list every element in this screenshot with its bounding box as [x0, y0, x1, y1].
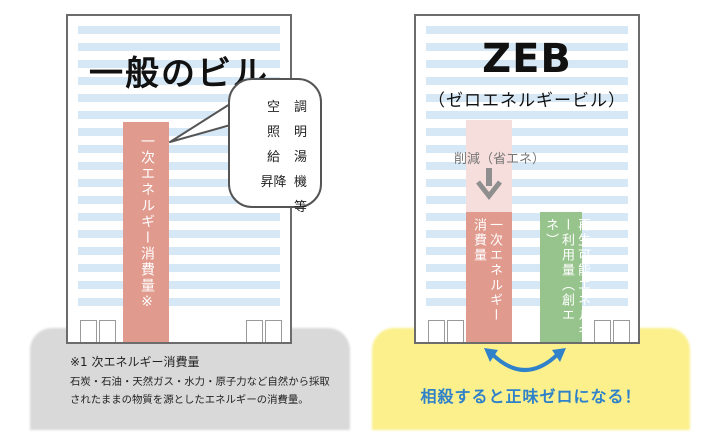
- equipment-char: 昇降: [260, 175, 287, 190]
- reduced-label: 削減（省エネ）: [454, 152, 546, 167]
- equipment-list: 空 調 照 明 給 湯 昇降 機 等: [260, 96, 314, 215]
- equipment-char: 給: [266, 150, 280, 165]
- building-door: [246, 320, 263, 342]
- equipment-char: 等: [293, 200, 307, 215]
- building-door: [594, 320, 611, 342]
- equipment-bubble: 空 調 照 明 給 湯 昇降 機 等: [228, 78, 322, 215]
- building-door: [99, 320, 116, 342]
- equipment-char: 空: [266, 100, 280, 115]
- equipment-char: 湯: [293, 150, 307, 165]
- equipment-char: 明: [293, 125, 307, 140]
- zeb-subtitle: （ゼロエネルギービル）: [428, 91, 626, 111]
- building-door: [265, 320, 282, 342]
- zeb-consumption-label: 一次エネルギー消費量: [471, 218, 502, 323]
- general-consumption-label: 一次エネルギー消費量※: [139, 134, 155, 312]
- general-consumption-bar: 一次エネルギー消費量※: [123, 122, 169, 342]
- footnote-title: ※1 次エネルギー消費量: [70, 355, 200, 369]
- net-zero-message: 相殺すると正味ゼロになる！: [420, 387, 642, 406]
- equipment-char: 調: [293, 100, 307, 115]
- footnote-body: 石炭・石油・天然ガス・水力・原子力など自然から採取されたままの物質を源としたエネ…: [70, 376, 330, 406]
- renewable-energy-bar: 再生可能エネルギー利用量（創エネ）: [540, 212, 590, 342]
- zeb-consumption-bar: 一次エネルギー消費量: [466, 212, 512, 342]
- equipment-char: 機: [293, 175, 307, 190]
- down-arrow-icon: [476, 168, 502, 200]
- equipment-char: 照: [266, 125, 280, 140]
- ground-gray: [30, 328, 350, 430]
- building-windows: [426, 26, 628, 314]
- ground-yellow-highlight: [372, 328, 690, 430]
- renewable-energy-label: 再生可能エネルギー利用量（創エネ）: [543, 218, 590, 338]
- building-door: [80, 320, 97, 342]
- equipment-char: [260, 196, 287, 215]
- offset-arrow-icon: [484, 348, 566, 372]
- building-door: [447, 320, 464, 342]
- zeb-building: ZEB （ゼロエネルギービル）: [414, 14, 640, 344]
- building-door: [428, 320, 445, 342]
- zeb-title: ZEB: [482, 36, 572, 82]
- building-door: [613, 320, 630, 342]
